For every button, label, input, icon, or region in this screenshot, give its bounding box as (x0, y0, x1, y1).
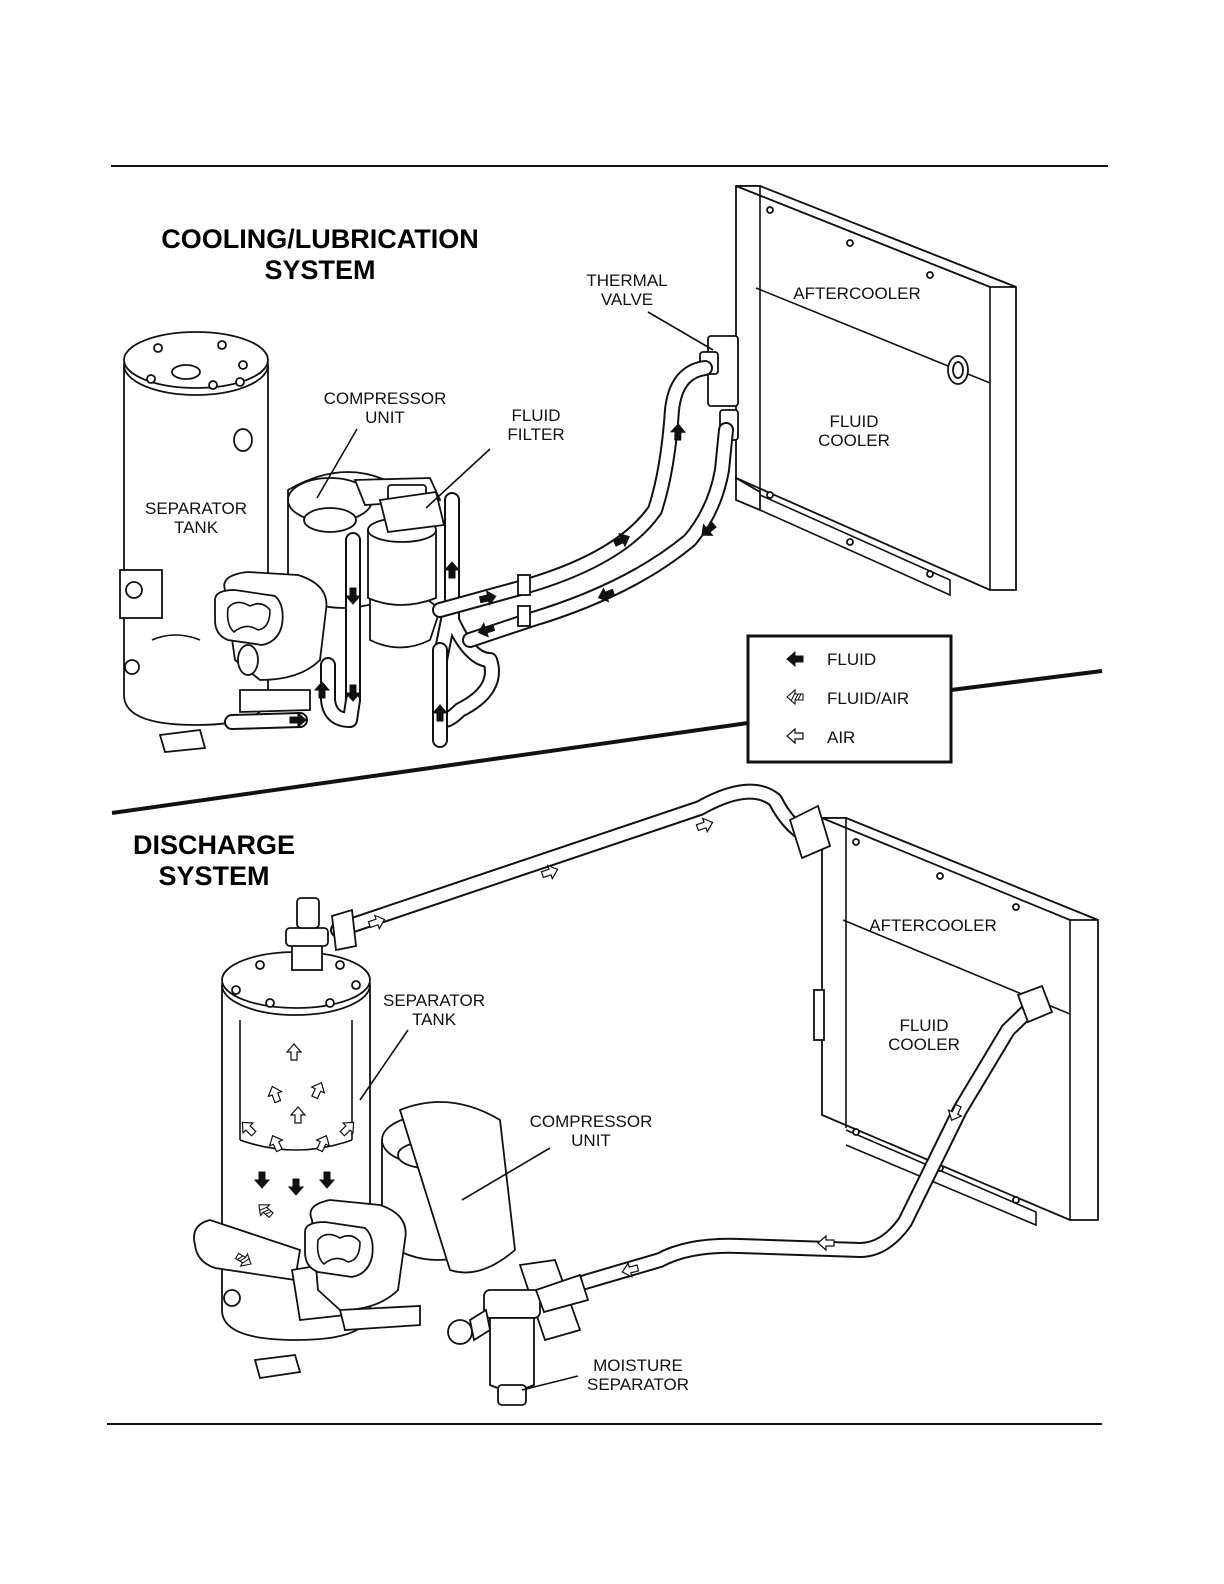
air-arrow (695, 816, 715, 834)
discharge-title-line2: SYSTEM (158, 861, 269, 891)
cooling-aftercooler-label: AFTERCOOLER (793, 284, 921, 303)
cooling-title-line2: SYSTEM (264, 255, 375, 285)
discharge-separator-label-line1: SEPARATOR (383, 991, 485, 1010)
discharge-separator-label-line2: TANK (412, 1010, 457, 1029)
thermal-valve-label-line1: THERMAL (586, 271, 667, 290)
cooling-compressor-label-line1: COMPRESSOR (324, 389, 447, 408)
discharge-cooler-assembly (814, 818, 1098, 1225)
fluid-filter-label-line2: FILTER (507, 425, 564, 444)
moisture-separator-label-line2: SEPARATOR (587, 1375, 689, 1394)
legend-fluid-label: FLUID (827, 650, 876, 669)
cooling-compressor-label-line2: UNIT (365, 408, 405, 427)
legend-air-label: AIR (827, 728, 855, 747)
discharge-title-line1: DISCHARGE (133, 830, 295, 860)
discharge-fluid-cooler-label-line2: COOLER (888, 1035, 960, 1054)
legend: FLUID FLUID/AIR AIR (748, 636, 951, 762)
thermal-valve-label-line2: VALVE (601, 290, 653, 309)
moisture-separator (448, 1260, 588, 1405)
cooling-title-line1: COOLING/LUBRICATION (161, 224, 478, 254)
fluid-filter-label-line1: FLUID (511, 406, 560, 425)
discharge-compressor-label-line1: COMPRESSOR (530, 1112, 653, 1131)
moisture-separator-label-line1: MOISTURE (593, 1356, 683, 1375)
discharge-compressor-label-line2: UNIT (571, 1131, 611, 1150)
cooling-cooler-assembly (736, 186, 1016, 595)
legend-fluid-air-label: FLUID/AIR (827, 689, 909, 708)
cooling-fluid-cooler-label-line1: FLUID (829, 412, 878, 431)
cooling-fluid-cooler-label-line2: COOLER (818, 431, 890, 450)
thermal-valve (700, 336, 738, 440)
cooling-separator-label-line2: TANK (174, 518, 219, 537)
cooling-separator-tank (120, 332, 268, 752)
discharge-aftercooler-label: AFTERCOOLER (869, 916, 997, 935)
discharge-fluid-cooler-label-line1: FLUID (899, 1016, 948, 1035)
cooling-separator-label-line1: SEPARATOR (145, 499, 247, 518)
